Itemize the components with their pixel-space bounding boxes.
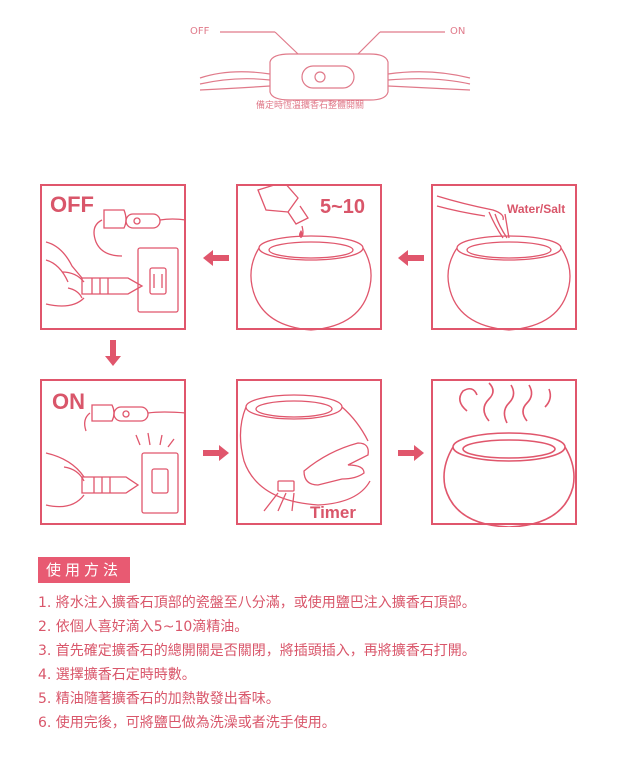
switch-caption: 備定時恆溫擴香石整體開關: [256, 101, 365, 111]
instruction-step: 3. 首先確定擴香石的總開關是否關閉，將插頭插入，再將擴香石打開。: [38, 643, 476, 659]
instruction-step: 5. 精油隨著擴香石的加熱散發出香味。: [38, 691, 280, 707]
panel-oil-drops: 5~10: [236, 184, 382, 331]
panel-timer: Timer: [236, 379, 382, 525]
switch-off-label: OFF: [190, 26, 210, 37]
instructions-list: 1. 將水注入擴香石頂部的瓷盤至八分滿，或使用鹽巴注入擴香石頂部。 2. 依個人…: [38, 591, 476, 735]
panel-on-label: ON: [52, 389, 85, 414]
timer-button-icon: [239, 394, 371, 512]
steam-icon: [443, 382, 575, 527]
switch-on-label: ON: [450, 26, 466, 37]
panel-off-label: OFF: [50, 192, 94, 217]
panel-drops-label: 5~10: [320, 196, 366, 218]
arrow-left-icon-2: [398, 250, 424, 270]
oil-drop-icon: [250, 186, 372, 331]
instruction-step: 2. 依個人喜好滴入5~10滴精油。: [38, 619, 249, 635]
panel-water-salt: Water/Salt: [431, 184, 577, 331]
arrow-right-icon: [203, 445, 229, 465]
instructions-title: 使用方法: [38, 557, 131, 583]
instruction-step: 1. 將水注入擴香石頂部的瓷盤至八分滿，或使用鹽巴注入擴香石頂部。: [38, 595, 476, 611]
arrow-down-icon: [105, 340, 121, 370]
switch-diagram: OFF ON 備定時恆溫擴香石整體開關: [180, 18, 480, 111]
arrow-right-icon-2: [398, 445, 424, 465]
panel-steam: [431, 379, 577, 527]
arrow-left-icon: [203, 250, 229, 270]
plug-hand-on-icon: [45, 404, 187, 514]
panel-water-salt-label: Water/Salt: [507, 202, 566, 216]
water-pour-icon: [436, 195, 571, 331]
instruction-step: 6. 使用完後，可將鹽巴做為洗澡或者洗手使用。: [38, 715, 336, 731]
plug-hand-icon: [45, 209, 187, 313]
panel-timer-label: Timer: [310, 503, 356, 522]
instruction-step: 4. 選擇擴香石定時時數。: [38, 667, 196, 683]
panel-off-plug: OFF: [40, 184, 187, 330]
switch-cord-icon: [199, 31, 471, 101]
panel-on-plug: ON: [40, 379, 187, 525]
